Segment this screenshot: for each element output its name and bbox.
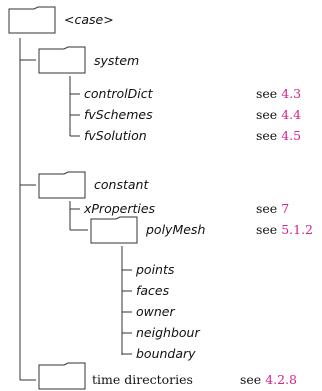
file-points: points [136, 262, 175, 277]
folder-icon [38, 362, 86, 390]
folder-icon [90, 216, 138, 244]
file-owner: owner [136, 304, 175, 319]
ref-xproperties: see 7 [256, 201, 290, 216]
folder-icon [38, 46, 86, 74]
folder-icon [8, 6, 56, 34]
ref-polymesh: see 5.1.2 [256, 222, 314, 237]
root-label: <case> [64, 12, 114, 27]
polymesh-label: polyMesh [146, 222, 206, 237]
file-neighbour: neighbour [136, 325, 200, 340]
constant-label: constant [94, 177, 149, 192]
file-fvschemes: fvSchemes [84, 107, 153, 122]
ref-controldict: see 4.3 [256, 86, 302, 101]
time-directories-label: time directories [92, 372, 193, 387]
file-fvsolution: fvSolution [84, 128, 147, 143]
system-label: system [94, 53, 140, 68]
ref-fvsolution: see 4.5 [256, 128, 302, 143]
file-xproperties: xProperties [84, 201, 156, 216]
file-controldict: controlDict [84, 86, 153, 101]
ref-time-directories: see 4.2.8 [240, 372, 298, 387]
file-faces: faces [136, 283, 170, 298]
folder-icon [38, 171, 86, 199]
ref-fvschemes: see 4.4 [256, 107, 302, 122]
file-boundary: boundary [136, 346, 196, 361]
